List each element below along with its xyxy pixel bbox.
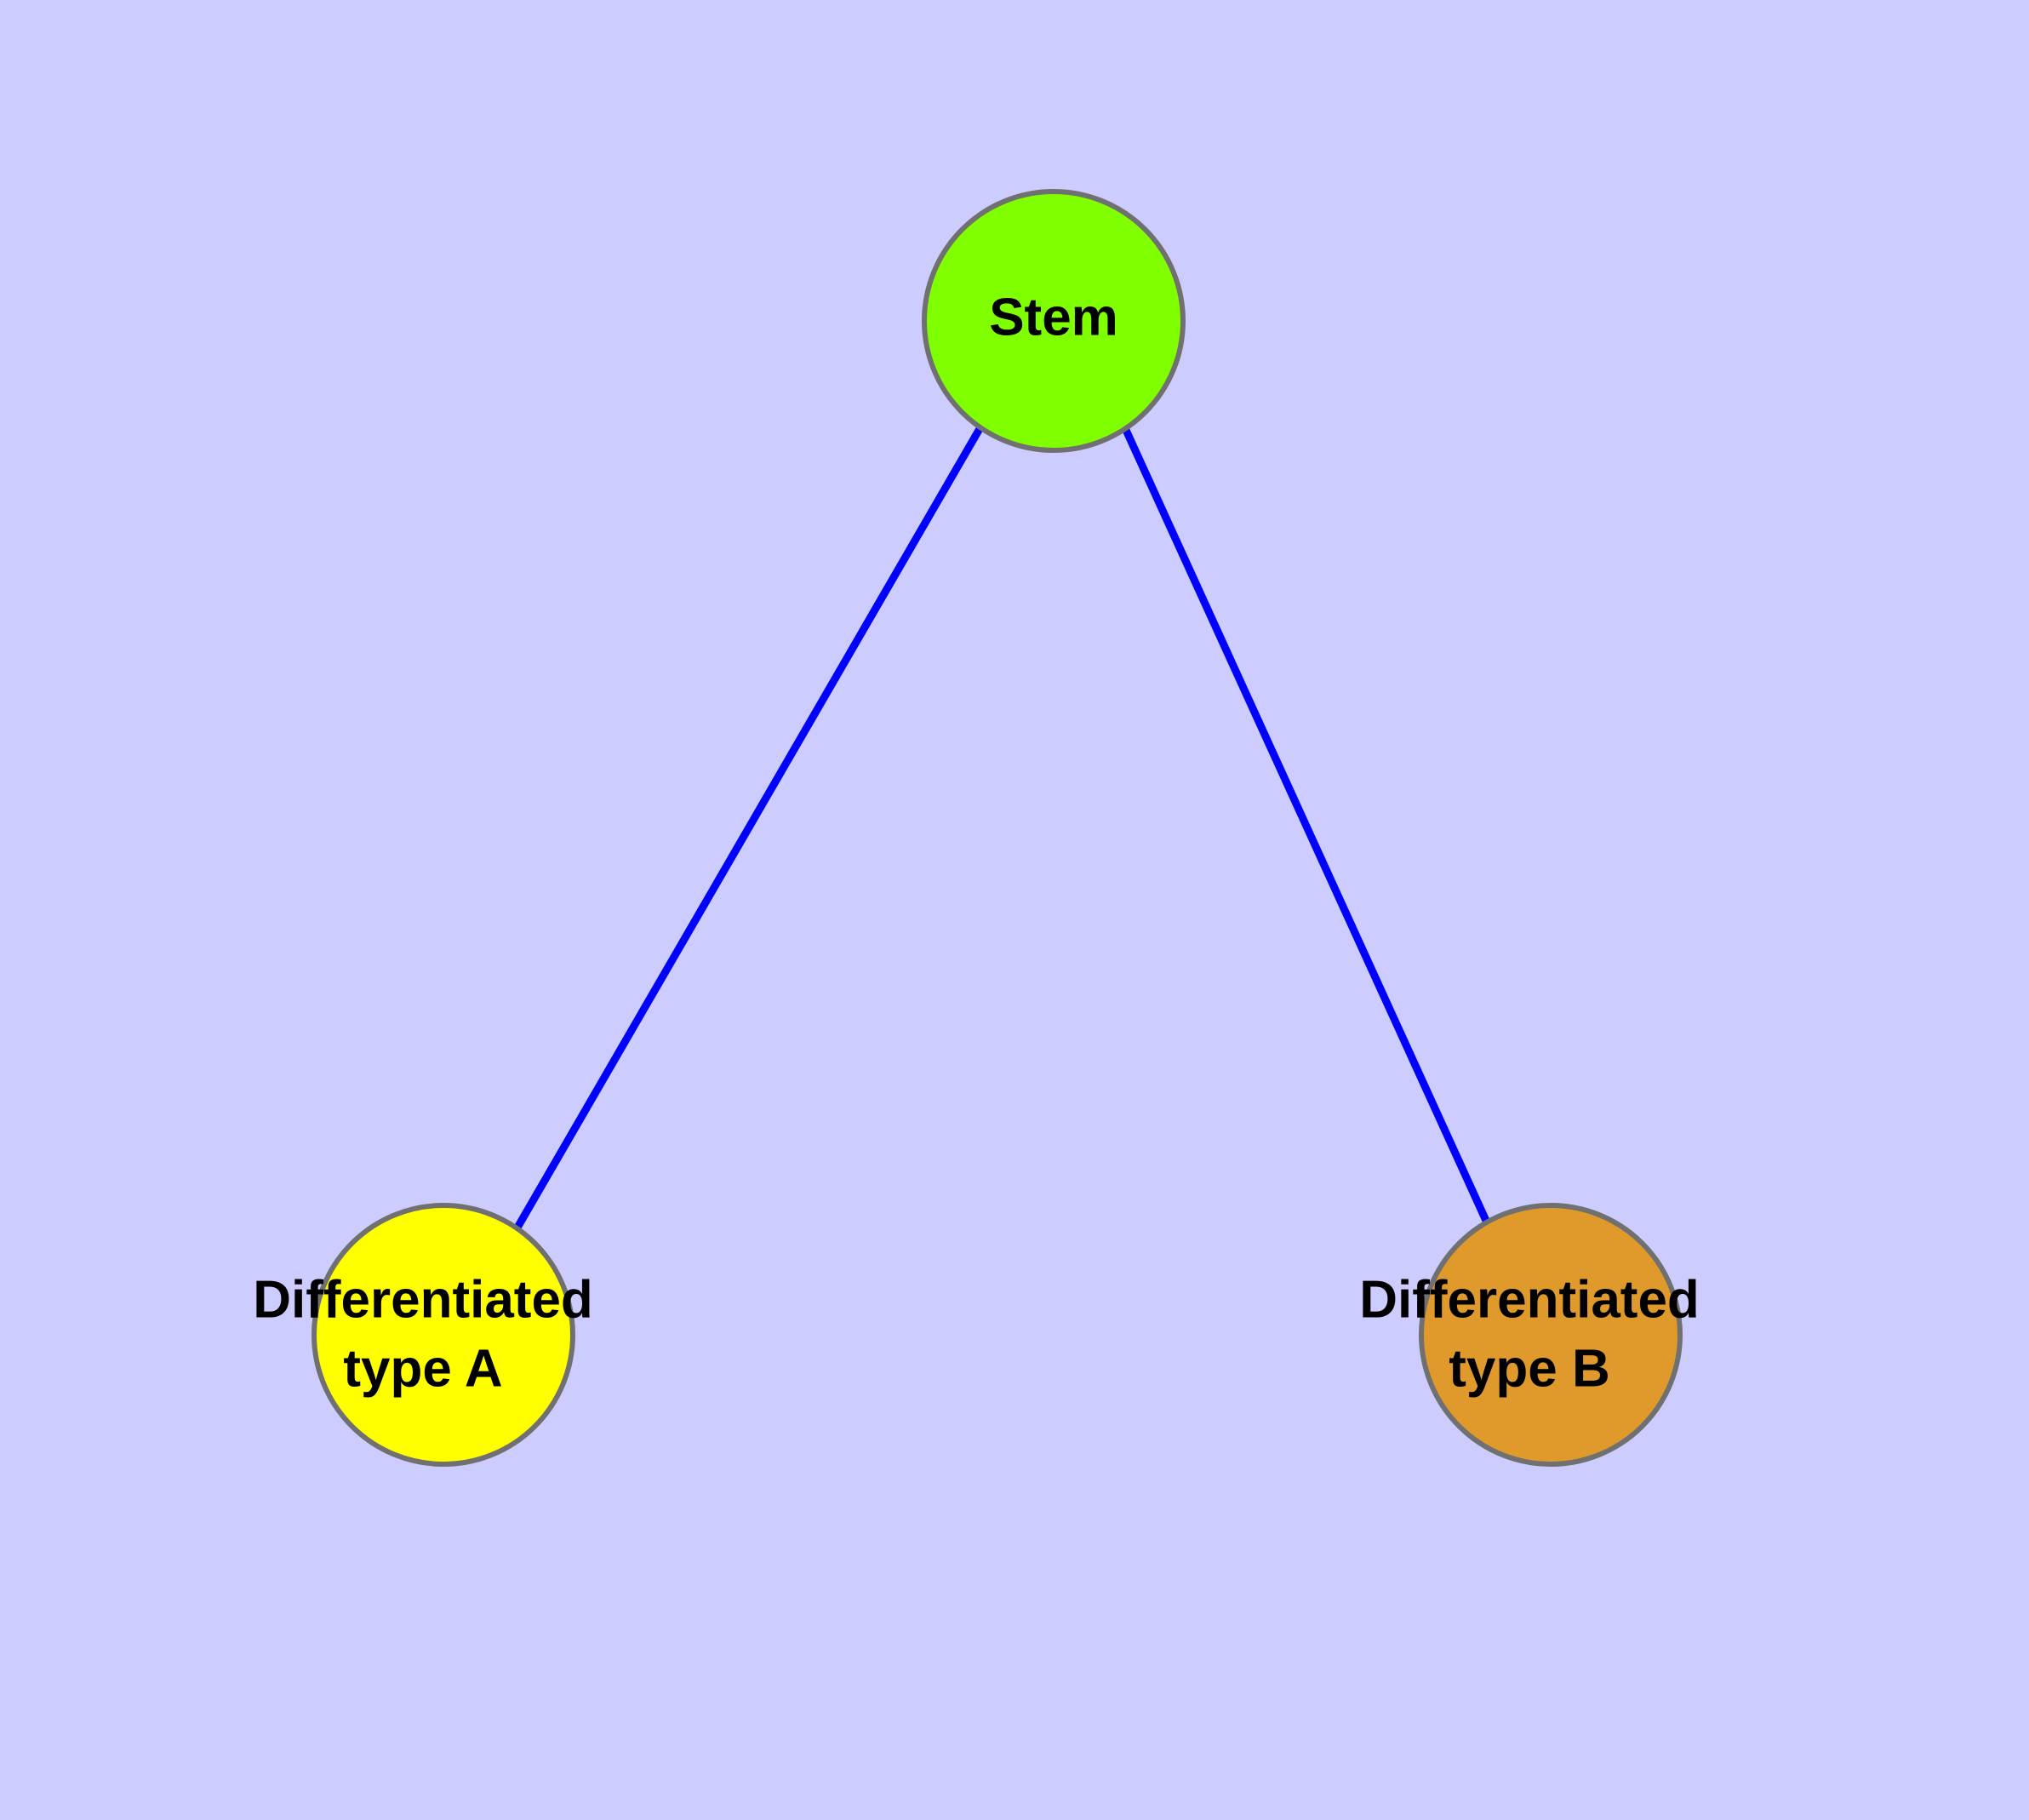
node-stem[interactable] [922,189,1186,453]
node-layer [311,189,1683,1467]
edge-layer [514,425,1491,1230]
node-differentiated-type-b-label-line-2: type B [1449,1339,1609,1398]
edge-stem-to-differentiated-type-a[interactable] [514,425,984,1230]
label-layer: Stem Differentiated type A Differentiate… [253,288,1700,1398]
node-differentiated-type-a-circle[interactable] [311,1203,575,1467]
node-stem-circle[interactable] [922,189,1186,453]
node-differentiated-type-a-label: Differentiated type A [253,1270,593,1398]
node-differentiated-type-a-label-line-2: type A [343,1339,502,1398]
node-differentiated-type-a-label-line-1: Differentiated [253,1270,593,1329]
edge-stem-to-differentiated-type-b[interactable] [1121,426,1491,1224]
node-differentiated-type-b[interactable] [1419,1203,1683,1467]
node-differentiated-type-a[interactable] [311,1203,575,1467]
node-differentiated-type-b-circle[interactable] [1419,1203,1683,1467]
node-stem-label: Stem [989,288,1118,346]
node-differentiated-type-b-label: Differentiated type B [1359,1270,1700,1398]
node-differentiated-type-b-label-line-1: Differentiated [1359,1270,1700,1329]
